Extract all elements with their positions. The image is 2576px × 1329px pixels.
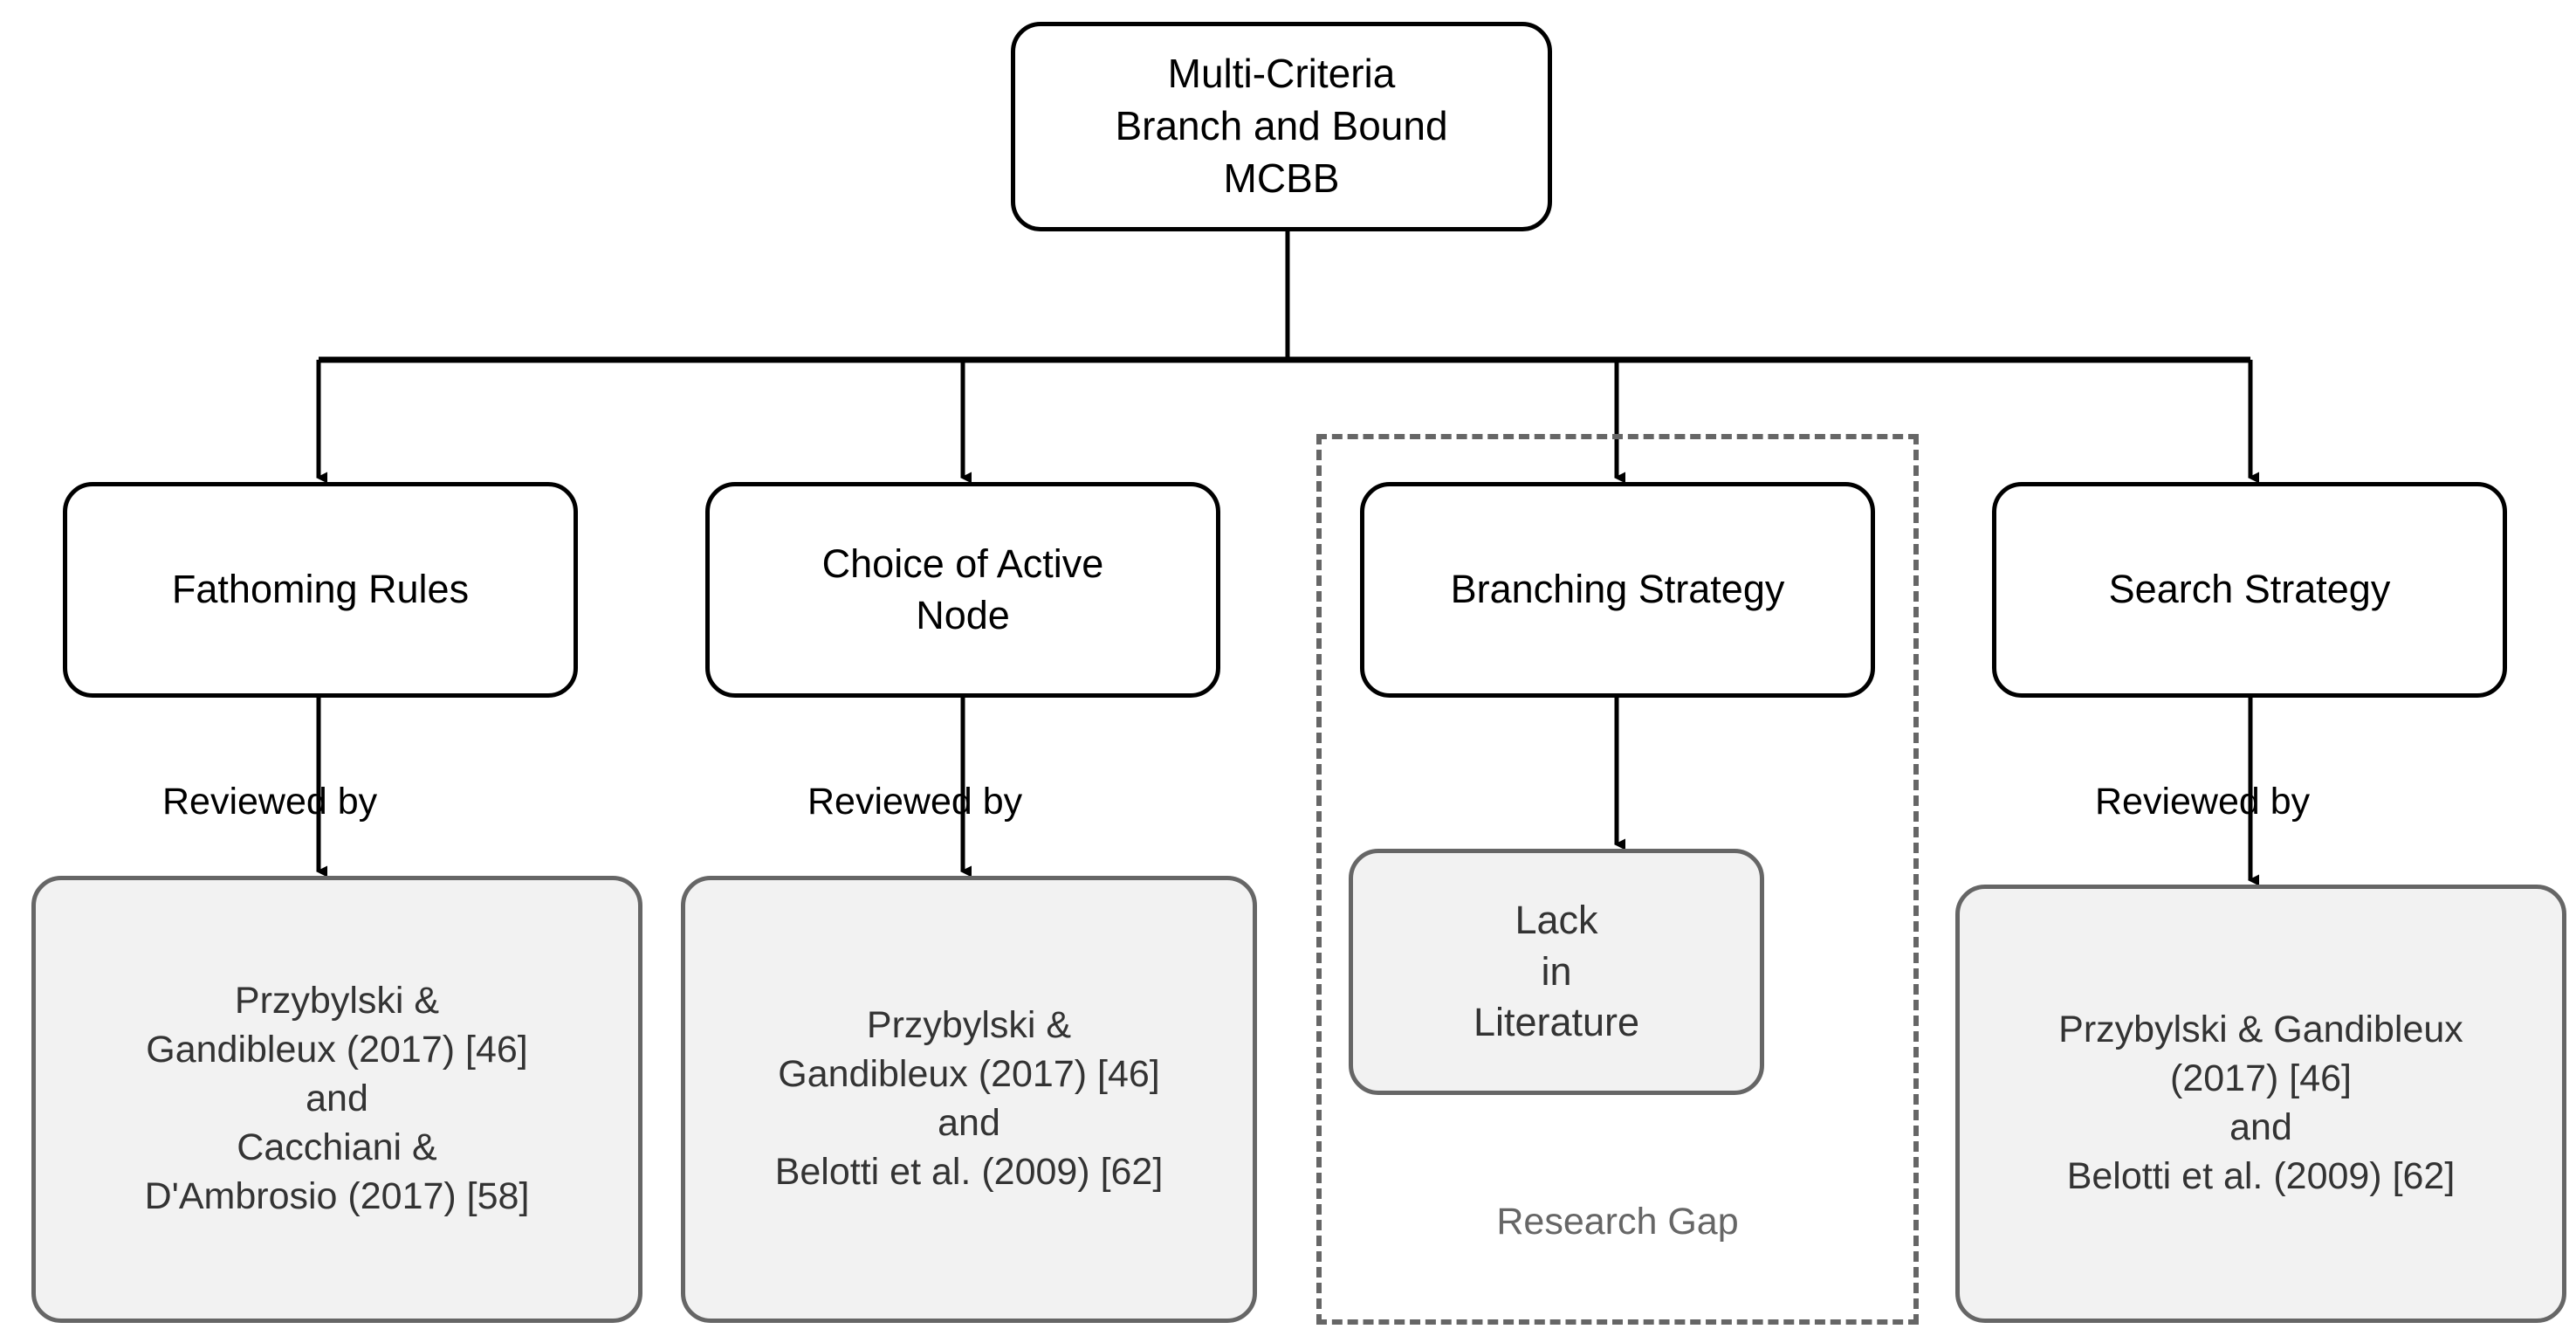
node-choice-of-active-node[interactable]: Choice of Active Node [705, 482, 1220, 698]
research-gap-container [1316, 434, 1919, 1325]
node-root-label: Multi-Criteria Branch and Bound MCBB [1115, 51, 1448, 201]
node-root[interactable]: Multi-Criteria Branch and Bound MCBB [1011, 22, 1552, 231]
citation-box-search-strategy-label: Przybylski & Gandibleux (2017) [46] and … [2058, 1009, 2463, 1197]
node-fathoming-rules-label: Fathoming Rules [171, 567, 470, 612]
citation-box-fathoming-rules-label: Przybylski & Gandibleux (2017) [46] and … [144, 980, 530, 1217]
citation-box-fathoming-rules[interactable]: Przybylski & Gandibleux (2017) [46] and … [31, 876, 642, 1323]
research-gap-caption: Research Gap [1496, 1201, 1739, 1243]
edge-label-reviewed-by-1: Reviewed by [162, 781, 378, 823]
node-branching-strategy-label: Branching Strategy [1450, 567, 1785, 612]
node-branching-strategy[interactable]: Branching Strategy [1360, 482, 1875, 698]
node-choice-of-active-node-label: Choice of Active Node [821, 541, 1104, 637]
citation-box-branching-strategy[interactable]: Lack in Literature [1349, 849, 1764, 1095]
citation-box-branching-strategy-label: Lack in Literature [1473, 898, 1640, 1045]
citation-box-search-strategy[interactable]: Przybylski & Gandibleux (2017) [46] and … [1955, 885, 2566, 1323]
edge-label-reviewed-by-2: Reviewed by [807, 781, 1023, 823]
node-search-strategy-label: Search Strategy [2108, 567, 2391, 612]
citation-box-choice-of-active-node[interactable]: Przybylski & Gandibleux (2017) [46] and … [681, 876, 1257, 1323]
citation-box-choice-of-active-node-label: Przybylski & Gandibleux (2017) [46] and … [774, 1004, 1164, 1193]
node-fathoming-rules[interactable]: Fathoming Rules [63, 482, 578, 698]
edge-label-reviewed-by-4: Reviewed by [2095, 781, 2311, 823]
node-search-strategy[interactable]: Search Strategy [1992, 482, 2507, 698]
